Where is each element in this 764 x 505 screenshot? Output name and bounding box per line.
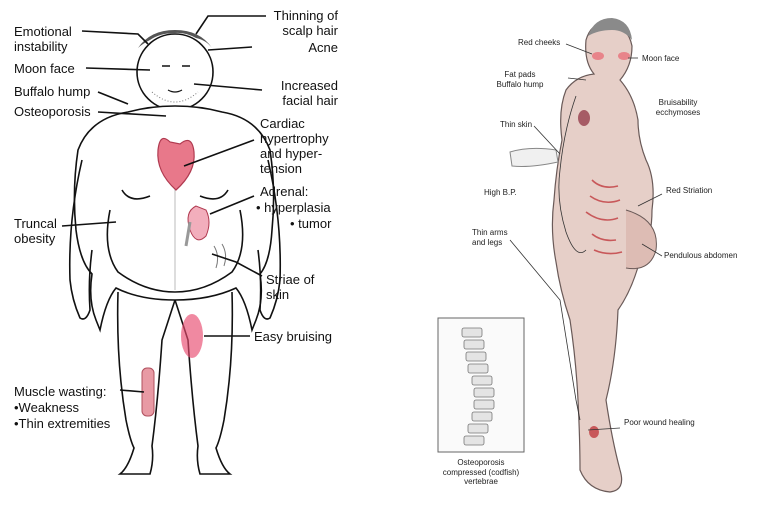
label-acne: Acne bbox=[308, 40, 338, 55]
bruise-marker bbox=[181, 314, 203, 358]
left-arm bbox=[68, 159, 93, 320]
label-fat-pads-buffalo-hump: Fat pads Buffalo hump bbox=[496, 70, 544, 89]
label-emotional-instability: Emotional instability bbox=[14, 24, 72, 54]
label-cardiac-hypertrophy: Cardiac hypertrophy and hyper- tension bbox=[260, 116, 329, 176]
label-weakness: •Weakness bbox=[14, 400, 80, 415]
left-leader-lines bbox=[61, 15, 266, 393]
torso-outline bbox=[73, 105, 275, 333]
right-leader-lines bbox=[509, 43, 663, 431]
red-striae bbox=[585, 179, 623, 255]
pendulous-abdomen bbox=[625, 209, 657, 270]
chest-left bbox=[121, 189, 151, 200]
label-high-bp: High B.P. bbox=[484, 188, 517, 197]
label-bruisability: Bruisability ecchymoses bbox=[655, 98, 701, 117]
mouth bbox=[167, 89, 183, 93]
label-osteoporosis-caption: Osteoporosis compressed (codfish) verteb… bbox=[442, 458, 520, 486]
label-buffalo-hump: Buffalo hump bbox=[14, 84, 91, 99]
label-poor-wound-healing: Poor wound healing bbox=[624, 418, 695, 427]
inset-spine bbox=[461, 327, 495, 446]
arm-outline bbox=[558, 95, 587, 254]
red-cheek-mark-2 bbox=[618, 52, 630, 60]
left-leg bbox=[116, 291, 176, 475]
body-silhouette bbox=[551, 22, 654, 493]
gray-hair bbox=[588, 18, 632, 40]
schematic-body-drawing bbox=[61, 15, 282, 475]
heart-organ bbox=[157, 137, 195, 191]
label-moon-face: Moon face bbox=[14, 61, 75, 76]
label-truncal-obesity: Truncal obesity bbox=[14, 216, 57, 246]
left-illustration-panel: Emotional instability Moon face Buffalo … bbox=[0, 0, 380, 505]
glove-hand bbox=[509, 147, 559, 167]
chest-right bbox=[199, 189, 229, 200]
ecchymosis-marker bbox=[578, 110, 590, 126]
hair bbox=[138, 30, 212, 48]
adrenal-kidney bbox=[187, 205, 210, 241]
belly-outline bbox=[106, 209, 244, 293]
label-red-cheeks: Red cheeks bbox=[518, 38, 561, 47]
label-adrenal: Adrenal: bbox=[260, 184, 309, 199]
head bbox=[136, 33, 214, 111]
right-leg bbox=[174, 291, 234, 475]
label-red-striation: Red Striation bbox=[666, 186, 713, 195]
ureter bbox=[184, 221, 192, 247]
label-striae-of-skin: Striae of skin bbox=[266, 272, 315, 302]
label-muscle-wasting: Muscle wasting: bbox=[14, 384, 107, 399]
right-illustration-panel: Red cheeks Moon face Fat pads Buffalo hu… bbox=[380, 0, 764, 505]
label-thin-arms-legs: Thin arms and legs bbox=[472, 228, 508, 247]
label-osteoporosis: Osteoporosis bbox=[14, 104, 91, 119]
label-tumor: • tumor bbox=[290, 216, 332, 231]
label-easy-bruising: Easy bruising bbox=[254, 329, 333, 344]
label-thinning-scalp-hair: Thinning of scalp hair bbox=[273, 8, 338, 38]
label-thin-skin: Thin skin bbox=[500, 120, 533, 129]
label-increased-facial-hair: Increased facial hair bbox=[280, 78, 338, 108]
label-pendulous-abdomen: Pendulous abdomen bbox=[664, 251, 738, 260]
label-hyperplasia: • hyperplasia bbox=[256, 200, 331, 215]
realistic-patient-drawing bbox=[437, 18, 663, 493]
label-moon-face-right: Moon face bbox=[642, 54, 680, 63]
wound-marker bbox=[589, 426, 599, 438]
label-thin-extremities: •Thin extremities bbox=[14, 416, 111, 431]
right-arm bbox=[257, 159, 282, 320]
red-cheek-mark bbox=[592, 52, 604, 60]
